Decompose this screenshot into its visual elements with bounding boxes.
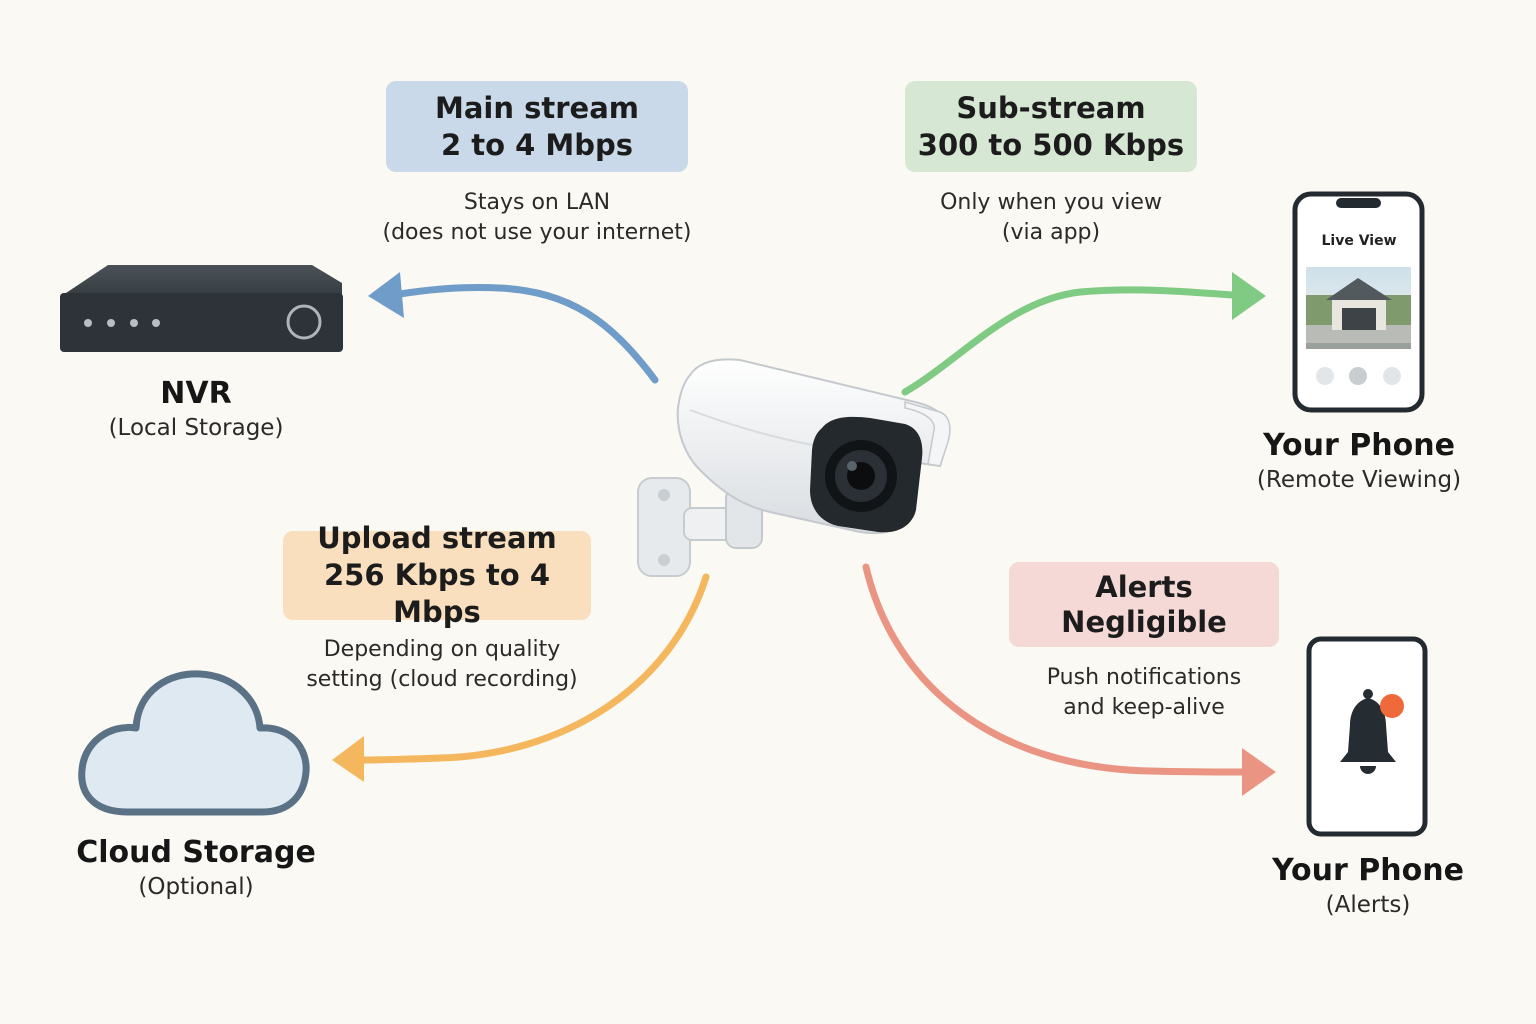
main-stream-rate: 2 to 4 Mbps xyxy=(440,127,634,162)
alerts-badge: Alerts Negligible xyxy=(1009,562,1279,647)
nvr-label: NVR (Local Storage) xyxy=(76,376,316,444)
alert-phone-subtitle: (Alerts) xyxy=(1325,892,1411,918)
upload-stream-badge: Upload stream 256 Kbps to 4 Mbps xyxy=(283,521,591,629)
playback-icon xyxy=(1383,367,1401,385)
upload-stream-note: Depending on quality setting (cloud reco… xyxy=(283,635,601,695)
cloud-label: Cloud Storage (Optional) xyxy=(66,835,326,903)
sub-stream-rate: 300 to 500 Kbps xyxy=(917,127,1185,162)
notification-dot xyxy=(1380,694,1404,718)
security-camera-icon xyxy=(637,358,951,577)
alert-phone-name: Your Phone xyxy=(1272,853,1464,888)
sub-stream-title: Sub-stream xyxy=(956,90,1146,125)
alert-phone-label: Your Phone (Alerts) xyxy=(1248,853,1488,921)
remote-phone-label: Your Phone (Remote Viewing) xyxy=(1234,428,1484,496)
nvr-recorder-icon xyxy=(60,265,343,352)
main-stream-title: Main stream xyxy=(435,90,639,125)
record-icon xyxy=(1316,367,1334,385)
notification-bell-icon xyxy=(1340,689,1404,774)
nvr-subtitle: (Local Storage) xyxy=(108,415,284,441)
alerts-rate: Negligible xyxy=(1061,604,1227,639)
cloud-icon xyxy=(78,670,310,816)
alerts-note-line1: Push notifications xyxy=(1046,665,1242,690)
alerts-note-line2: and keep-alive xyxy=(1063,695,1225,720)
sub-stream-note-line1: Only when you view xyxy=(940,190,1162,215)
remote-phone-name: Your Phone xyxy=(1263,428,1455,463)
upload-stream-note-line2: setting (cloud recording) xyxy=(306,667,578,692)
main-stream-note: Stays on LAN (does not use your internet… xyxy=(366,188,708,248)
main-stream-note-line1: Stays on LAN xyxy=(463,190,611,215)
sub-stream-note-line2: (via app) xyxy=(1001,220,1101,245)
arrow-sub-stream xyxy=(901,272,1266,396)
live-view-thumbnail xyxy=(1306,267,1411,349)
alerts-title: Alerts xyxy=(1095,569,1193,604)
upload-stream-title: Upload stream xyxy=(317,521,557,555)
live-view-title: Live View xyxy=(1321,233,1397,249)
cloud-name: Cloud Storage xyxy=(76,835,316,870)
alerts-note: Push notifications and keep-alive xyxy=(994,663,1294,723)
sub-stream-note: Only when you view (via app) xyxy=(905,188,1197,248)
remote-phone-subtitle: (Remote Viewing) xyxy=(1256,467,1462,493)
camera-snapshot-icon xyxy=(1349,367,1367,385)
arrow-upload-stream xyxy=(332,573,710,782)
cloud-subtitle: (Optional) xyxy=(138,874,254,900)
sub-stream-badge: Sub-stream 300 to 500 Kbps xyxy=(905,81,1197,172)
upload-stream-rate: 256 Kbps to 4 Mbps xyxy=(323,558,551,629)
arrow-main-stream xyxy=(368,272,659,384)
arrow-alerts xyxy=(862,563,1276,796)
smartphone-icon xyxy=(1292,191,1425,413)
main-stream-note-line2: (does not use your internet) xyxy=(382,220,692,245)
main-stream-badge: Main stream 2 to 4 Mbps xyxy=(386,81,688,172)
nvr-name: NVR xyxy=(160,376,232,411)
upload-stream-note-line1: Depending on quality xyxy=(323,637,561,662)
alert-phone xyxy=(1306,636,1428,837)
